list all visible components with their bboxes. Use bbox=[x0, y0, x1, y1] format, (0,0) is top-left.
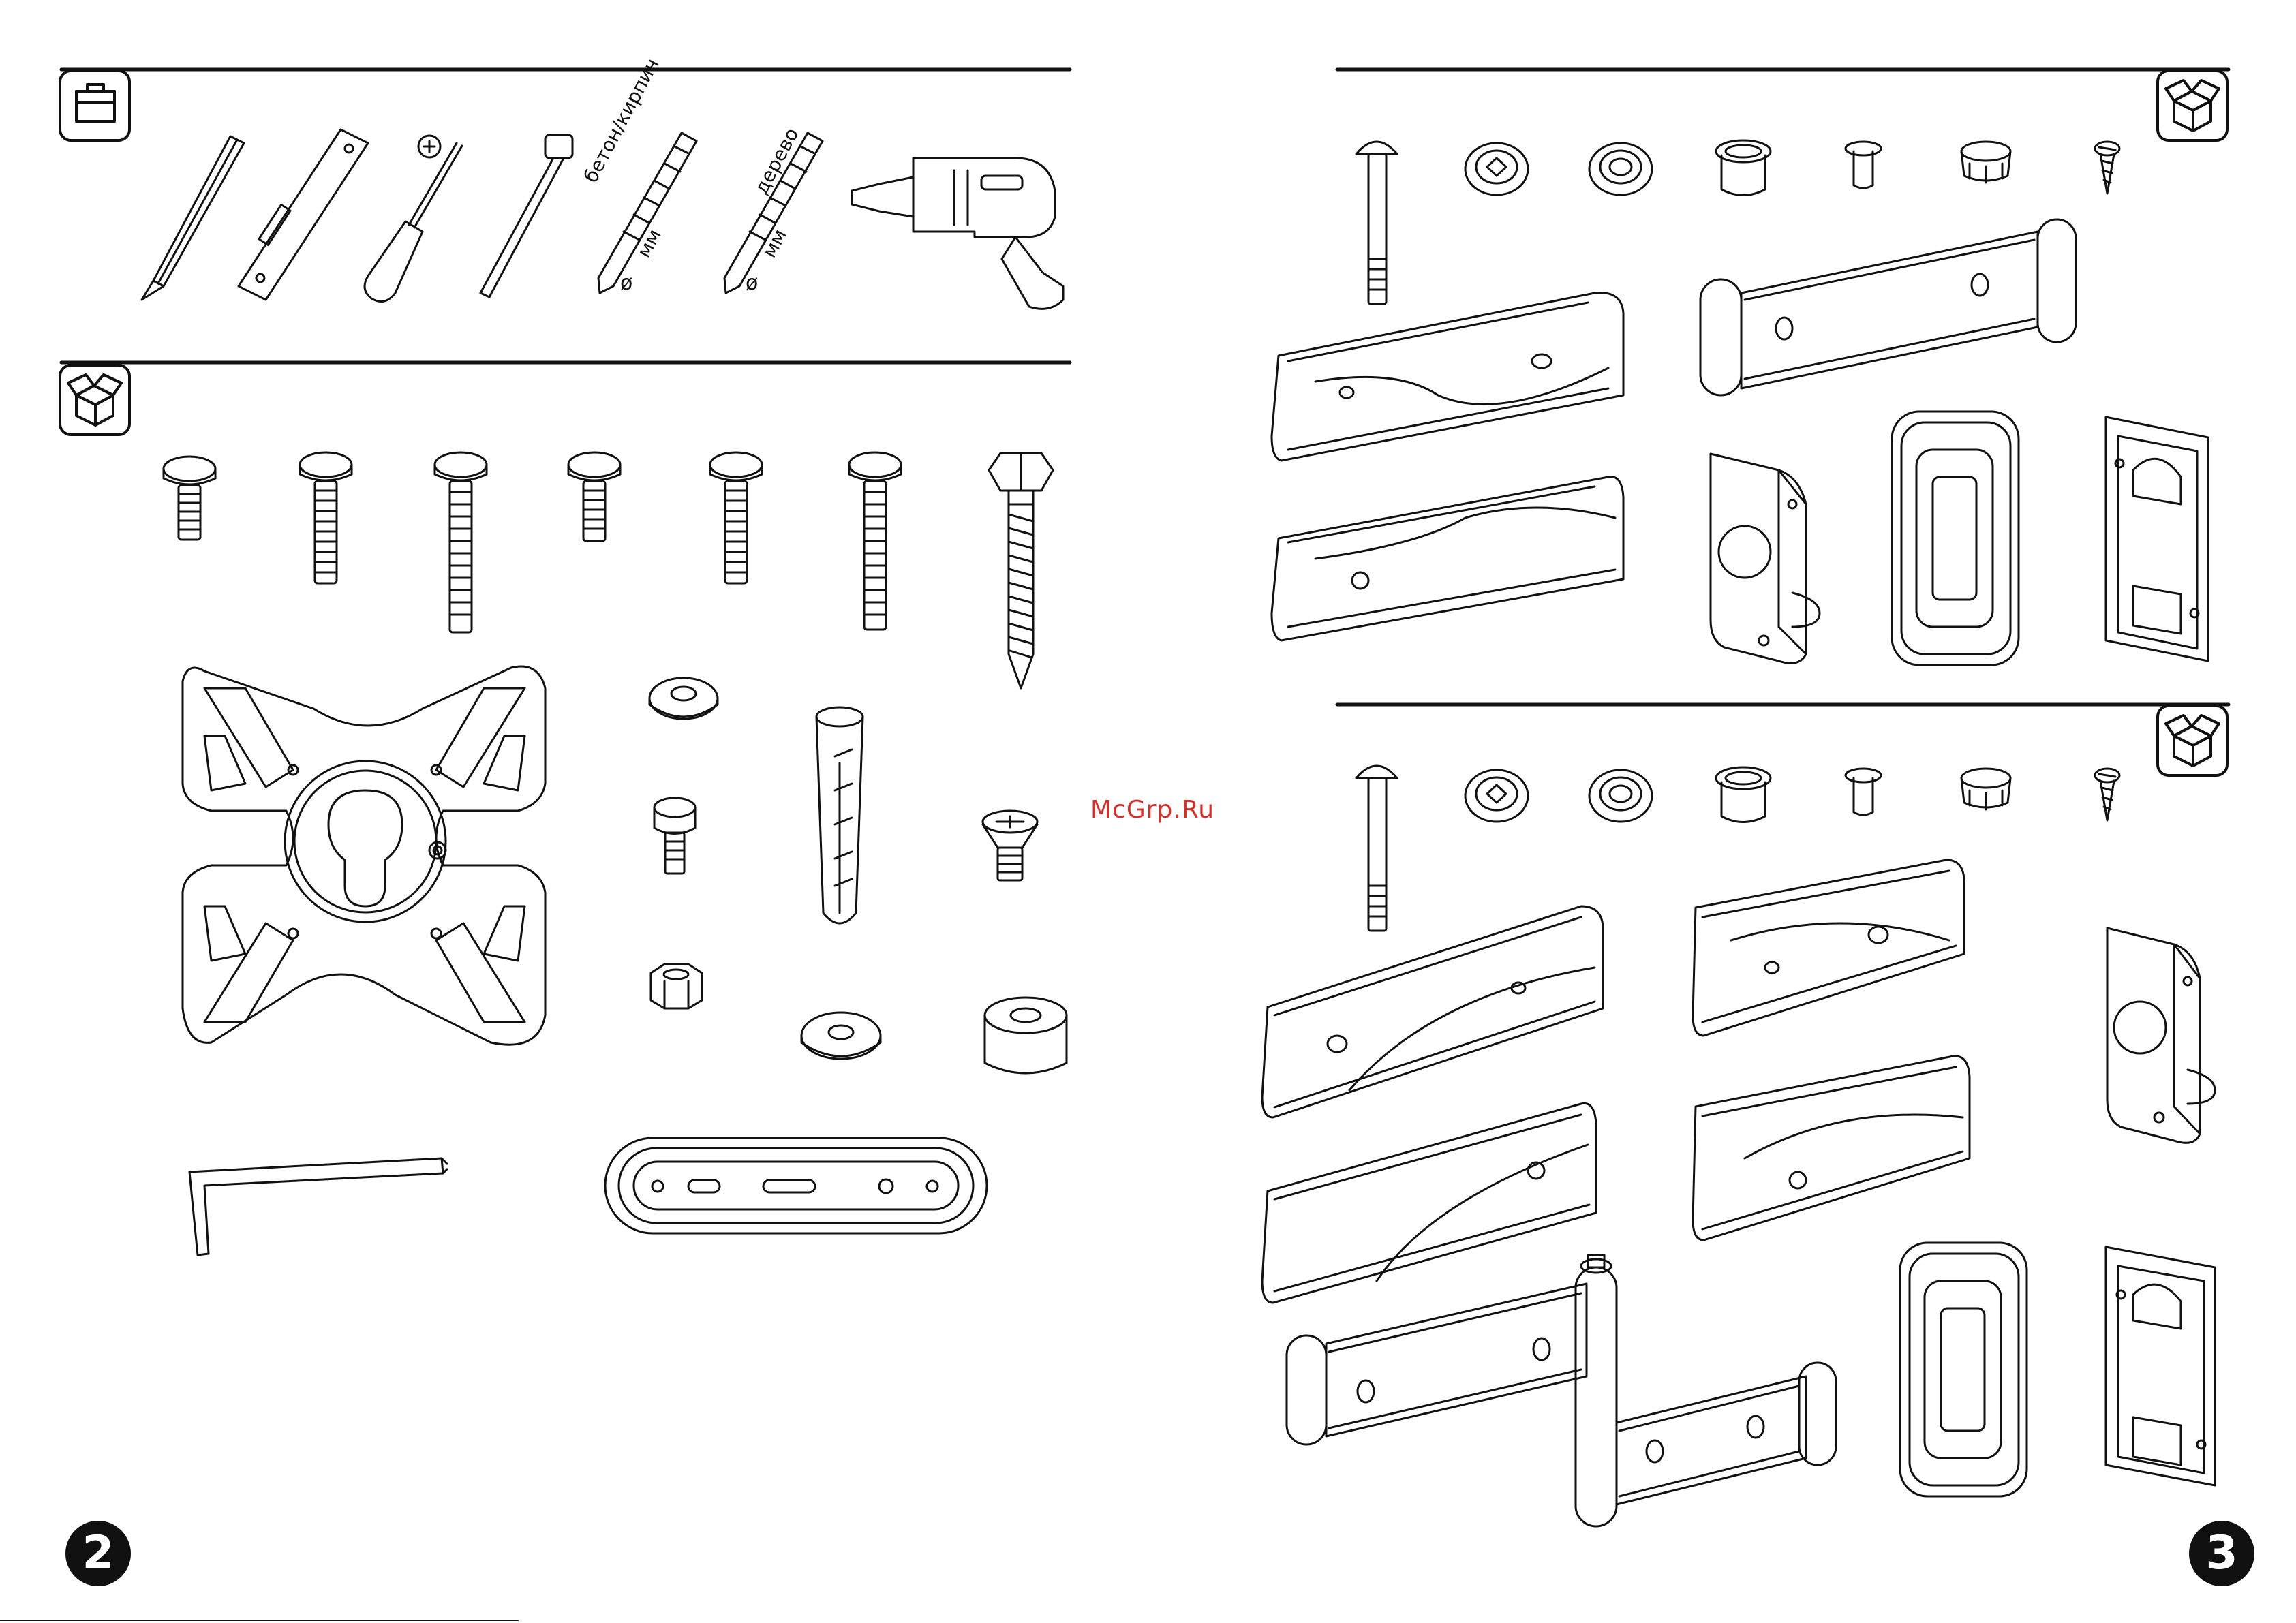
cap-nut-2 bbox=[1589, 143, 1652, 195]
drill-bit-2-diameter: ø bbox=[746, 271, 758, 295]
screw-m4-long bbox=[435, 452, 487, 632]
open-box-icon bbox=[2158, 706, 2227, 775]
arm-channel-upper-right bbox=[1693, 860, 1964, 1036]
hex-key-icon bbox=[189, 1158, 447, 1255]
bushing bbox=[1716, 140, 1771, 196]
watermark: McGrp.Ru bbox=[1090, 796, 1214, 824]
countersunk-screw bbox=[983, 811, 1037, 880]
pivot-bracket bbox=[1711, 454, 1820, 663]
open-box-icon bbox=[2158, 71, 2227, 140]
wall-plate-bracket bbox=[2106, 417, 2208, 661]
toolbox-icon bbox=[60, 71, 129, 140]
wall-plate-cover bbox=[1892, 412, 2019, 665]
drill-bit-1-diameter: ø bbox=[620, 271, 632, 295]
screwdriver-icon bbox=[365, 136, 462, 302]
screw-m4-medium bbox=[300, 452, 352, 583]
screw-m4-short bbox=[164, 457, 215, 540]
electric-drill-icon bbox=[852, 158, 1063, 309]
vesa-adapter-plate bbox=[183, 666, 545, 1045]
pin-screw bbox=[1846, 142, 1881, 188]
page-number-right: 3 bbox=[2189, 1521, 2254, 1586]
socket-wrench-icon bbox=[480, 135, 572, 297]
arm-channel-lower-right bbox=[1693, 1056, 1970, 1240]
wall-plate-bracket bbox=[2106, 1247, 2215, 1485]
carriage-bolt bbox=[1356, 766, 1397, 931]
lag-bolt bbox=[989, 453, 1053, 688]
bushing bbox=[1716, 767, 1771, 822]
cap-nut-1 bbox=[1465, 770, 1528, 822]
wood-screw bbox=[2095, 142, 2119, 194]
pin-screw bbox=[1846, 769, 1881, 815]
screw-m6-long bbox=[849, 452, 901, 630]
socket-cap-screw bbox=[654, 798, 695, 874]
washer-small bbox=[801, 1013, 881, 1059]
arm-channel-upper bbox=[1272, 293, 1623, 461]
spacer-sleeve bbox=[985, 998, 1067, 1073]
open-box-icon bbox=[60, 365, 129, 435]
hinge-plate bbox=[1700, 219, 2076, 395]
hex-nut bbox=[651, 964, 702, 1008]
cap-nut-2 bbox=[1589, 770, 1652, 822]
arm-channel-upper-left bbox=[1262, 906, 1603, 1117]
screw-m6-short bbox=[568, 452, 620, 541]
double-hinge-plate bbox=[1287, 1255, 1836, 1526]
end-cap bbox=[1961, 769, 2010, 809]
wall-plate-cover bbox=[1900, 1243, 2027, 1496]
spirit-level-icon bbox=[239, 129, 368, 300]
pencil-icon bbox=[142, 136, 244, 300]
end-cap bbox=[1961, 142, 2010, 183]
page-number-left: 2 bbox=[65, 1521, 131, 1586]
cap-nut-1 bbox=[1465, 143, 1528, 195]
arm-channel-lower bbox=[1272, 477, 1623, 640]
wood-screw bbox=[2095, 769, 2119, 820]
screw-m6-medium bbox=[710, 452, 762, 583]
washer-large bbox=[649, 678, 718, 719]
pivot-bracket bbox=[2107, 928, 2215, 1143]
arm-channel-lower-left bbox=[1262, 1103, 1596, 1303]
carriage-bolt bbox=[1356, 142, 1397, 304]
slotted-mounting-bar bbox=[605, 1138, 987, 1233]
wall-anchor bbox=[816, 707, 863, 923]
